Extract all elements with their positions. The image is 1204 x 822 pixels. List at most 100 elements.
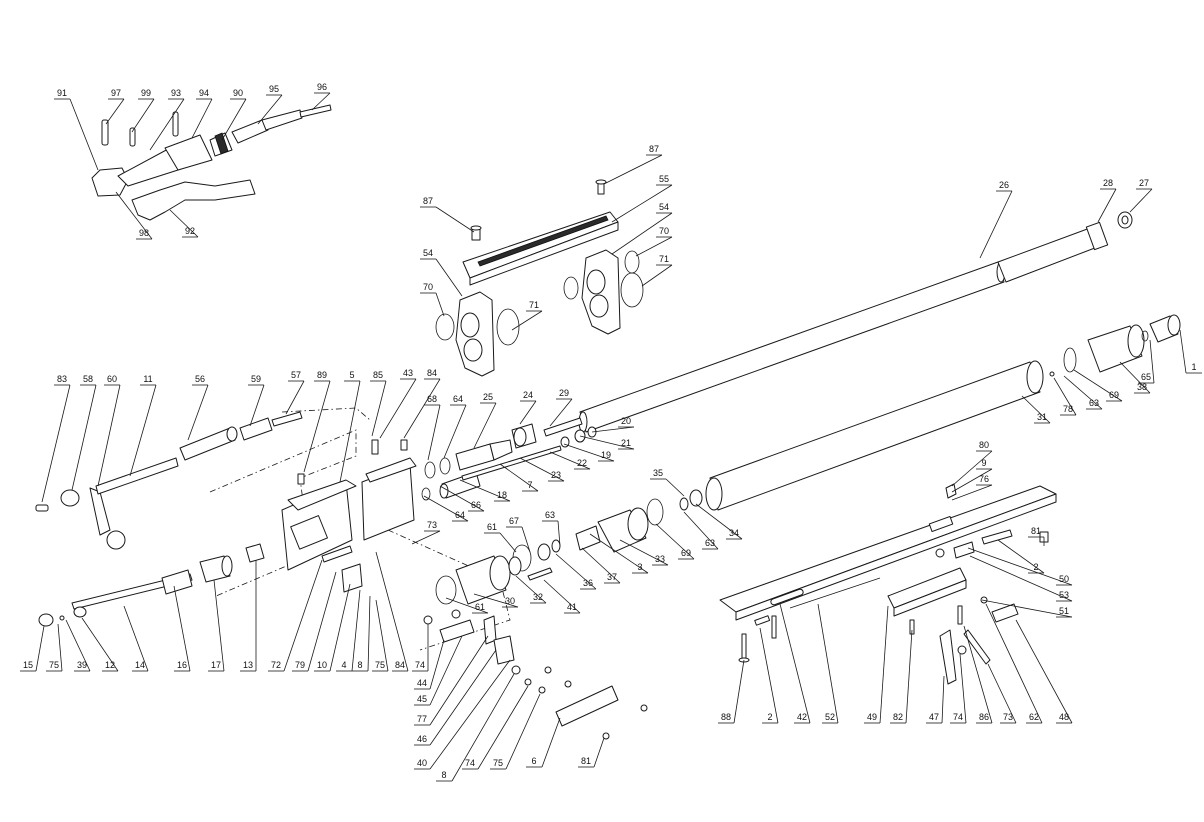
part-callout: 92	[185, 226, 195, 236]
barrel-assembly	[578, 211, 1181, 511]
part-callout: 69	[681, 548, 691, 558]
part-callout: 88	[721, 712, 731, 722]
part-callout: 57	[291, 370, 301, 380]
callout-leader	[187, 384, 209, 441]
part-callout: 9	[981, 458, 986, 468]
part-callout: 74	[953, 712, 963, 722]
part-callout: 73	[1003, 712, 1013, 722]
part-callout: 74	[465, 758, 475, 768]
callout-leader	[1149, 339, 1155, 384]
part-callout: 49	[867, 712, 877, 722]
part-callout: 23	[551, 470, 561, 480]
receiver-assembly	[209, 407, 511, 651]
callout-leader	[951, 468, 993, 493]
callout-leader	[35, 625, 45, 672]
callout-leader	[549, 398, 573, 427]
part-callout: 21	[621, 438, 631, 448]
callout-leader	[445, 597, 489, 614]
part-callout: 63	[1089, 398, 1099, 408]
part-callout: 19	[601, 450, 611, 460]
callout-leader	[1063, 375, 1103, 410]
part-callout: 43	[403, 368, 413, 378]
callout-leader	[941, 675, 945, 724]
callout-leader	[655, 523, 695, 560]
part-callout: 73	[427, 520, 437, 530]
part-callout: 56	[195, 374, 205, 384]
callout-leader	[591, 426, 635, 433]
callout-leader	[665, 478, 685, 497]
part-callout: 63	[545, 510, 555, 520]
callout-leader	[105, 98, 125, 125]
callout-leader	[1119, 361, 1151, 394]
callout-leader	[959, 653, 967, 724]
callout-leader	[543, 579, 581, 614]
part-callout: 18	[497, 490, 507, 500]
part-callout: 75	[493, 758, 503, 768]
callout-leader	[213, 579, 225, 672]
callout-leader	[367, 595, 371, 672]
part-callout: 62	[1029, 712, 1039, 722]
callout-leader	[905, 629, 913, 724]
part-callout: 1	[1191, 362, 1196, 372]
callout-leader	[1053, 377, 1077, 416]
part-callout: 95	[269, 84, 279, 94]
part-callout: 14	[135, 660, 145, 670]
callout-leader	[541, 717, 561, 768]
callout-leader	[611, 184, 673, 223]
callout-leader	[641, 264, 673, 287]
callout-leader	[473, 402, 497, 449]
part-callout: 66	[471, 500, 481, 510]
part-callout: 26	[999, 180, 1009, 190]
callout-leader	[371, 380, 387, 437]
part-callout: 61	[487, 522, 497, 532]
stock-rail-assembly	[719, 483, 1057, 685]
callout-leader	[981, 599, 1073, 618]
callout-leader	[57, 623, 63, 672]
part-callout: 81	[1031, 526, 1041, 536]
part-callout: 20	[621, 416, 631, 426]
part-callout: 28	[1103, 178, 1113, 188]
part-callout: 29	[559, 388, 569, 398]
part-callout: 71	[659, 254, 669, 264]
callout-leader	[611, 212, 673, 255]
callout-leader	[221, 98, 247, 141]
callout-leader	[191, 98, 213, 139]
callout-leader	[439, 485, 485, 512]
part-callout: 46	[417, 734, 427, 744]
callout-leader	[1021, 395, 1051, 424]
part-callout: 40	[417, 758, 427, 768]
callout-leader	[375, 551, 409, 672]
part-callout: 36	[583, 578, 593, 588]
part-callout: 89	[317, 370, 327, 380]
callout-leader	[329, 583, 351, 672]
part-callout: 8	[357, 660, 362, 670]
part-callout: 12	[105, 660, 115, 670]
part-callout: 60	[107, 374, 117, 384]
part-callout: 24	[523, 390, 533, 400]
part-callout: 8	[441, 770, 446, 780]
part-callout: 78	[1063, 404, 1073, 414]
scope-rail-assembly	[435, 179, 644, 377]
callout-leader	[81, 617, 119, 672]
part-callout: 71	[529, 300, 539, 310]
leader-lines	[20, 92, 1202, 782]
callout-leader	[1097, 188, 1117, 223]
callout-leader	[149, 98, 185, 151]
part-callout: 42	[797, 712, 807, 722]
callout-leader	[411, 530, 441, 545]
part-callout: 70	[659, 226, 669, 236]
callout-leader	[351, 589, 361, 672]
callout-leader	[71, 384, 97, 491]
part-callout: 6	[531, 756, 536, 766]
part-callout: 33	[655, 554, 665, 564]
callout-leader	[311, 92, 331, 111]
callout-leader	[429, 639, 445, 690]
callout-leader	[429, 649, 497, 746]
callout-leader	[69, 98, 99, 171]
part-callout: 5	[349, 370, 354, 380]
part-callout: 87	[423, 196, 433, 206]
callout-leader	[97, 384, 121, 487]
callout-leader	[435, 258, 463, 297]
callout-leader	[515, 575, 547, 604]
